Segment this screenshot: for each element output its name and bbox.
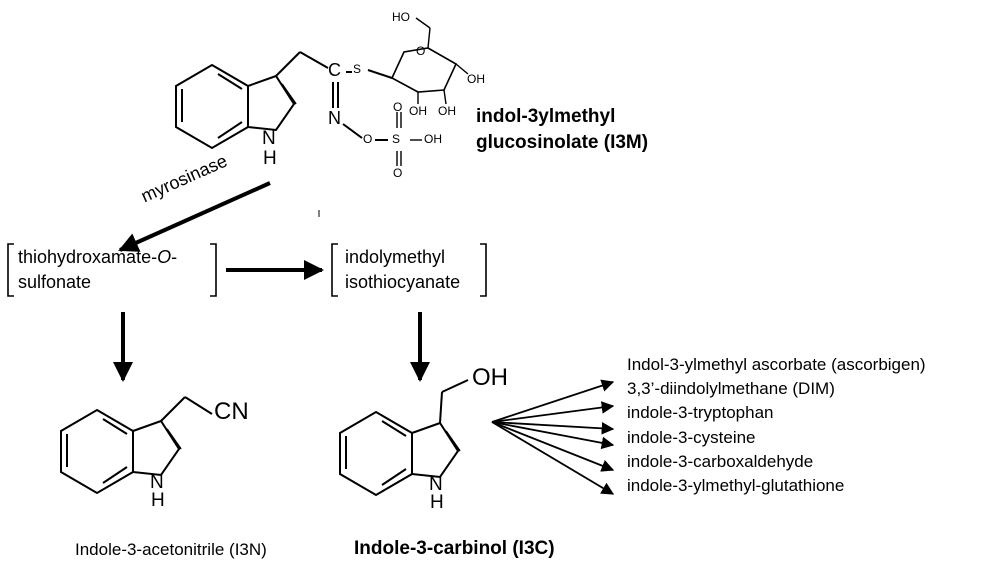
i3m-oh-left-label: OH: [409, 104, 427, 118]
arrow-product-1: [491, 379, 615, 423]
product-item: indole-3-carboxaldehyde: [627, 451, 814, 471]
thiohydroxamate-line1: thiohydroxamate-O-: [18, 245, 177, 270]
i3m-name-line1: indol-3ylmethyl: [476, 106, 616, 127]
product-item: Indol-3-ylmethyl ascorbate (ascorbigen): [627, 355, 926, 374]
i3m-s-label: S: [353, 62, 362, 76]
bracket-isothiocyanate: [331, 243, 487, 297]
i3m-name-line2: glucosinolate (I3M): [476, 132, 649, 153]
thiohydroxamate-sulfonate-label: thiohydroxamate-O- sulfonate: [18, 245, 177, 295]
i3m-structure: [175, 17, 469, 166]
thiohydroxamate-text-a: thiohydroxamate-: [18, 247, 158, 267]
i3m-o-label: O: [363, 132, 373, 146]
i3m-nh-label: H: [263, 148, 277, 169]
i3m-oxo-bottom-label: O: [393, 166, 403, 180]
isothiocyanate-line2: isothiocyanate: [345, 272, 461, 292]
thiohydroxamate-text-o: O: [157, 247, 172, 267]
reaction-arrows: [113, 181, 615, 495]
i3m-c-label: C: [328, 60, 341, 80]
i3m-oh-right-label: OH: [467, 72, 485, 86]
arrow-product-6: [491, 421, 615, 495]
i3n-structure: [60, 396, 213, 495]
product-list: Indol-3-ylmethyl ascorbate (ascorbigen) …: [627, 353, 926, 498]
i3c-nh-label: H: [430, 492, 444, 513]
i3m-oxo-top-label: O: [393, 100, 403, 114]
isothiocyanate-line1: indolymethyl: [345, 247, 446, 267]
i3c-n-label: N: [429, 474, 443, 495]
arrow-product-2: [491, 401, 615, 423]
i3n-name: Indole-3-acetonitrile (I3N): [75, 540, 267, 559]
i3m-imine-n-label: N: [328, 108, 341, 128]
i3c-name: Indole-3-carbinol (I3C): [354, 538, 555, 559]
product-item: indole-3-cysteine: [627, 427, 756, 447]
i3c-structure: [339, 379, 469, 497]
arrow-product-5: [491, 421, 615, 472]
i3m-sulfur-label: S: [392, 132, 401, 146]
arrow-product-4: [491, 421, 615, 450]
i3n-cn-label: CN: [214, 398, 249, 425]
product-item: indole-3-ylmethyl-glutathione: [627, 476, 845, 496]
thiohydroxamate-text-dash: -: [171, 247, 178, 267]
product-item: indole-3-tryptophan: [627, 403, 774, 423]
isothiocyanate-label: indolymethyl isothiocyanate: [345, 245, 460, 295]
i3m-ho-label: HO: [392, 10, 410, 24]
i3n-nh-label: H: [151, 490, 165, 511]
i3m-n-label: N: [262, 128, 276, 149]
product-item: 3,3’-diindolylmethane (DIM): [627, 379, 835, 399]
i3c-oh-label: OH: [472, 364, 508, 391]
i3n-n-label: N: [150, 472, 164, 493]
thiohydroxamate-line2: sulfonate: [18, 272, 92, 292]
arrow-myrosinase: [118, 181, 271, 252]
i3m-oh-mid-label: OH: [438, 104, 456, 118]
i3m-ring-o-label: O: [416, 44, 426, 58]
arrow-product-3: [491, 421, 615, 435]
i3m-name: indol-3ylmethyl glucosinolate (I3M): [476, 104, 648, 156]
i3m-sulfo-oh-label: OH: [424, 132, 442, 146]
bracket-thiohydroxamate: [7, 243, 217, 297]
